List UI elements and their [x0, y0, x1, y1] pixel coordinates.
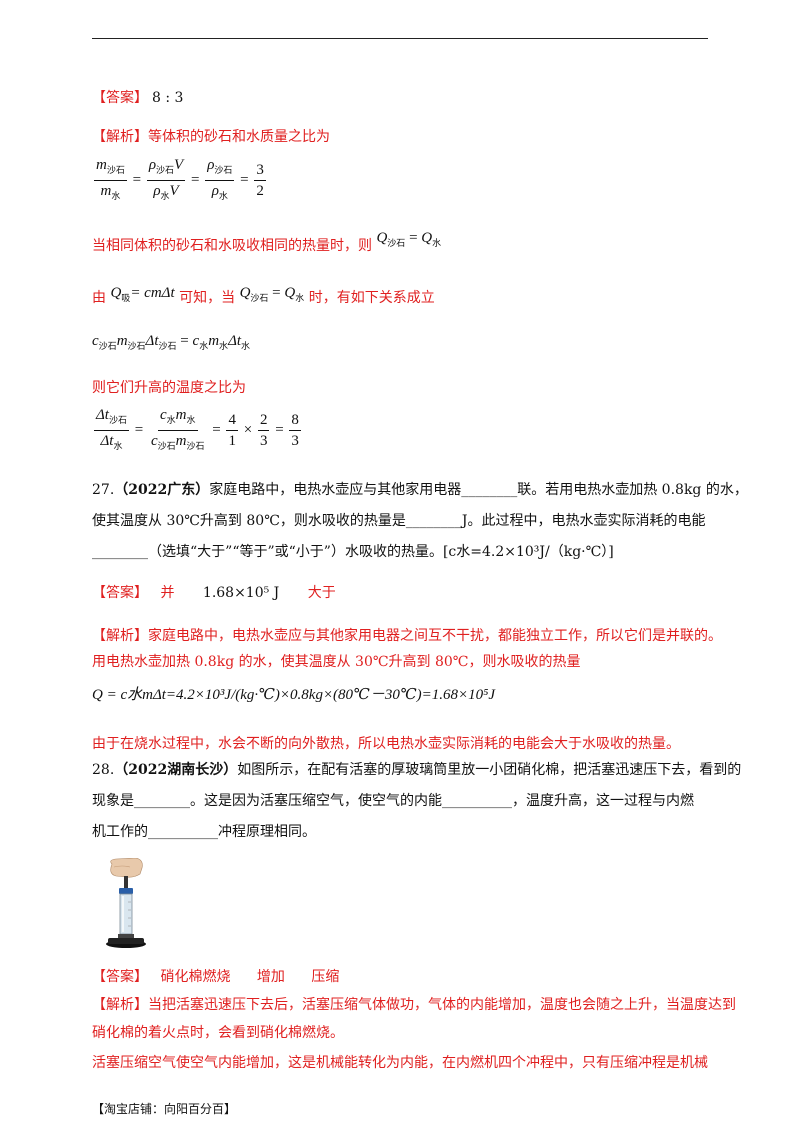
q28-answer-3: 压缩: [311, 969, 340, 985]
q27-analysis-line1: 【解析】家庭电路中，电热水壶应与其他家用电器之间互不干扰，都能独立工作，所以它们…: [92, 628, 722, 644]
q27-analysis-line3: 由于在烧水过程中，水会不断的向外散热，所以电热水壶实际消耗的电能会大于水吸收的热…: [92, 736, 680, 752]
q28-answer-2: 增加: [256, 969, 285, 985]
q26-answer: 8 : 3: [152, 90, 184, 106]
q28-answer-1: 硝化棉燃烧: [160, 969, 231, 985]
q28-stem-line2: 现象是________。这是因为活塞压缩空气，使空气的内能__________，…: [92, 793, 694, 809]
q27-answer-2: 1.68×10⁵ J: [202, 585, 280, 601]
analysis-tag: 【解析】: [92, 129, 148, 145]
q27-answer-1: 并: [160, 585, 175, 601]
q28-analysis-line2: 硝化棉的着火点时，会看到硝化棉燃烧。: [92, 1025, 344, 1041]
q27-analysis-line2: 用电热水壶加热 0.8kg 的水，使其温度从 30℃升高到 80℃，则水吸收的热…: [92, 654, 581, 670]
q26-answer-row: 【答案】8 : 3: [92, 88, 183, 108]
q28-answer-row: 【答案】 硝化棉燃烧 增加 压缩: [92, 969, 340, 985]
q28-analysis-line3: 活塞压缩空气使空气内能增加，这是机械能转化为内能，在内燃机四个冲程中，只有压缩冲…: [92, 1055, 708, 1071]
q27-analysis-formula: Q = c水mΔt=4.2×10³J/(kg·℃)×0.8kg×(80℃－30℃…: [92, 687, 495, 703]
q27-stem-line1: 27.（2022广东）家庭电路中，电热水壶应与其他家用电器________联。若…: [92, 482, 748, 498]
q26-line2: 当相同体积的砂石和水吸收相同的热量时，则 Q沙石 = Q水: [92, 230, 442, 254]
header-rule: [92, 38, 708, 39]
answer-tag: 【答案】: [92, 90, 148, 106]
q26-line3: 由 Q吸= cmΔt 可知，当 Q沙石 = Q水 时，有如下关系成立: [92, 285, 435, 306]
q26-heat-equation: c沙石m沙石Δt沙石 = c水m水Δt水: [92, 333, 251, 351]
q26-line5: 则它们升高的温度之比为: [92, 380, 246, 396]
footer-shop: 【淘宝店铺：向阳百分百】: [92, 1102, 237, 1116]
q27-answer-row: 【答案】 并 1.68×10⁵ J 大于: [92, 585, 336, 601]
q28-analysis-line1: 【解析】当把活塞迅速压下去后，活塞压缩气体做功，气体的内能增加，温度也会随之上升…: [92, 997, 736, 1013]
q27-answer-3: 大于: [307, 585, 336, 601]
q28-stem-line3: 机工作的__________冲程原理相同。: [92, 824, 316, 840]
q27-stem-line2: 使其温度从 30℃升高到 80℃，则水吸收的热量是________J。此过程中，…: [92, 513, 706, 529]
q26-analysis-row: 【解析】等体积的砂石和水质量之比为: [92, 127, 330, 147]
q28-stem-line1: 28.（2022湖南长沙）如图所示，在配有活塞的厚玻璃筒里放一小团硝化棉，把活塞…: [92, 762, 742, 778]
q27-stem-line3: ________（选填“大于”“等于”或“小于”）水吸收的热量。[c水=4.2×…: [92, 544, 614, 560]
syringe-figure: [106, 858, 146, 948]
q26-analysis-line1: 等体积的砂石和水质量之比为: [148, 129, 330, 145]
